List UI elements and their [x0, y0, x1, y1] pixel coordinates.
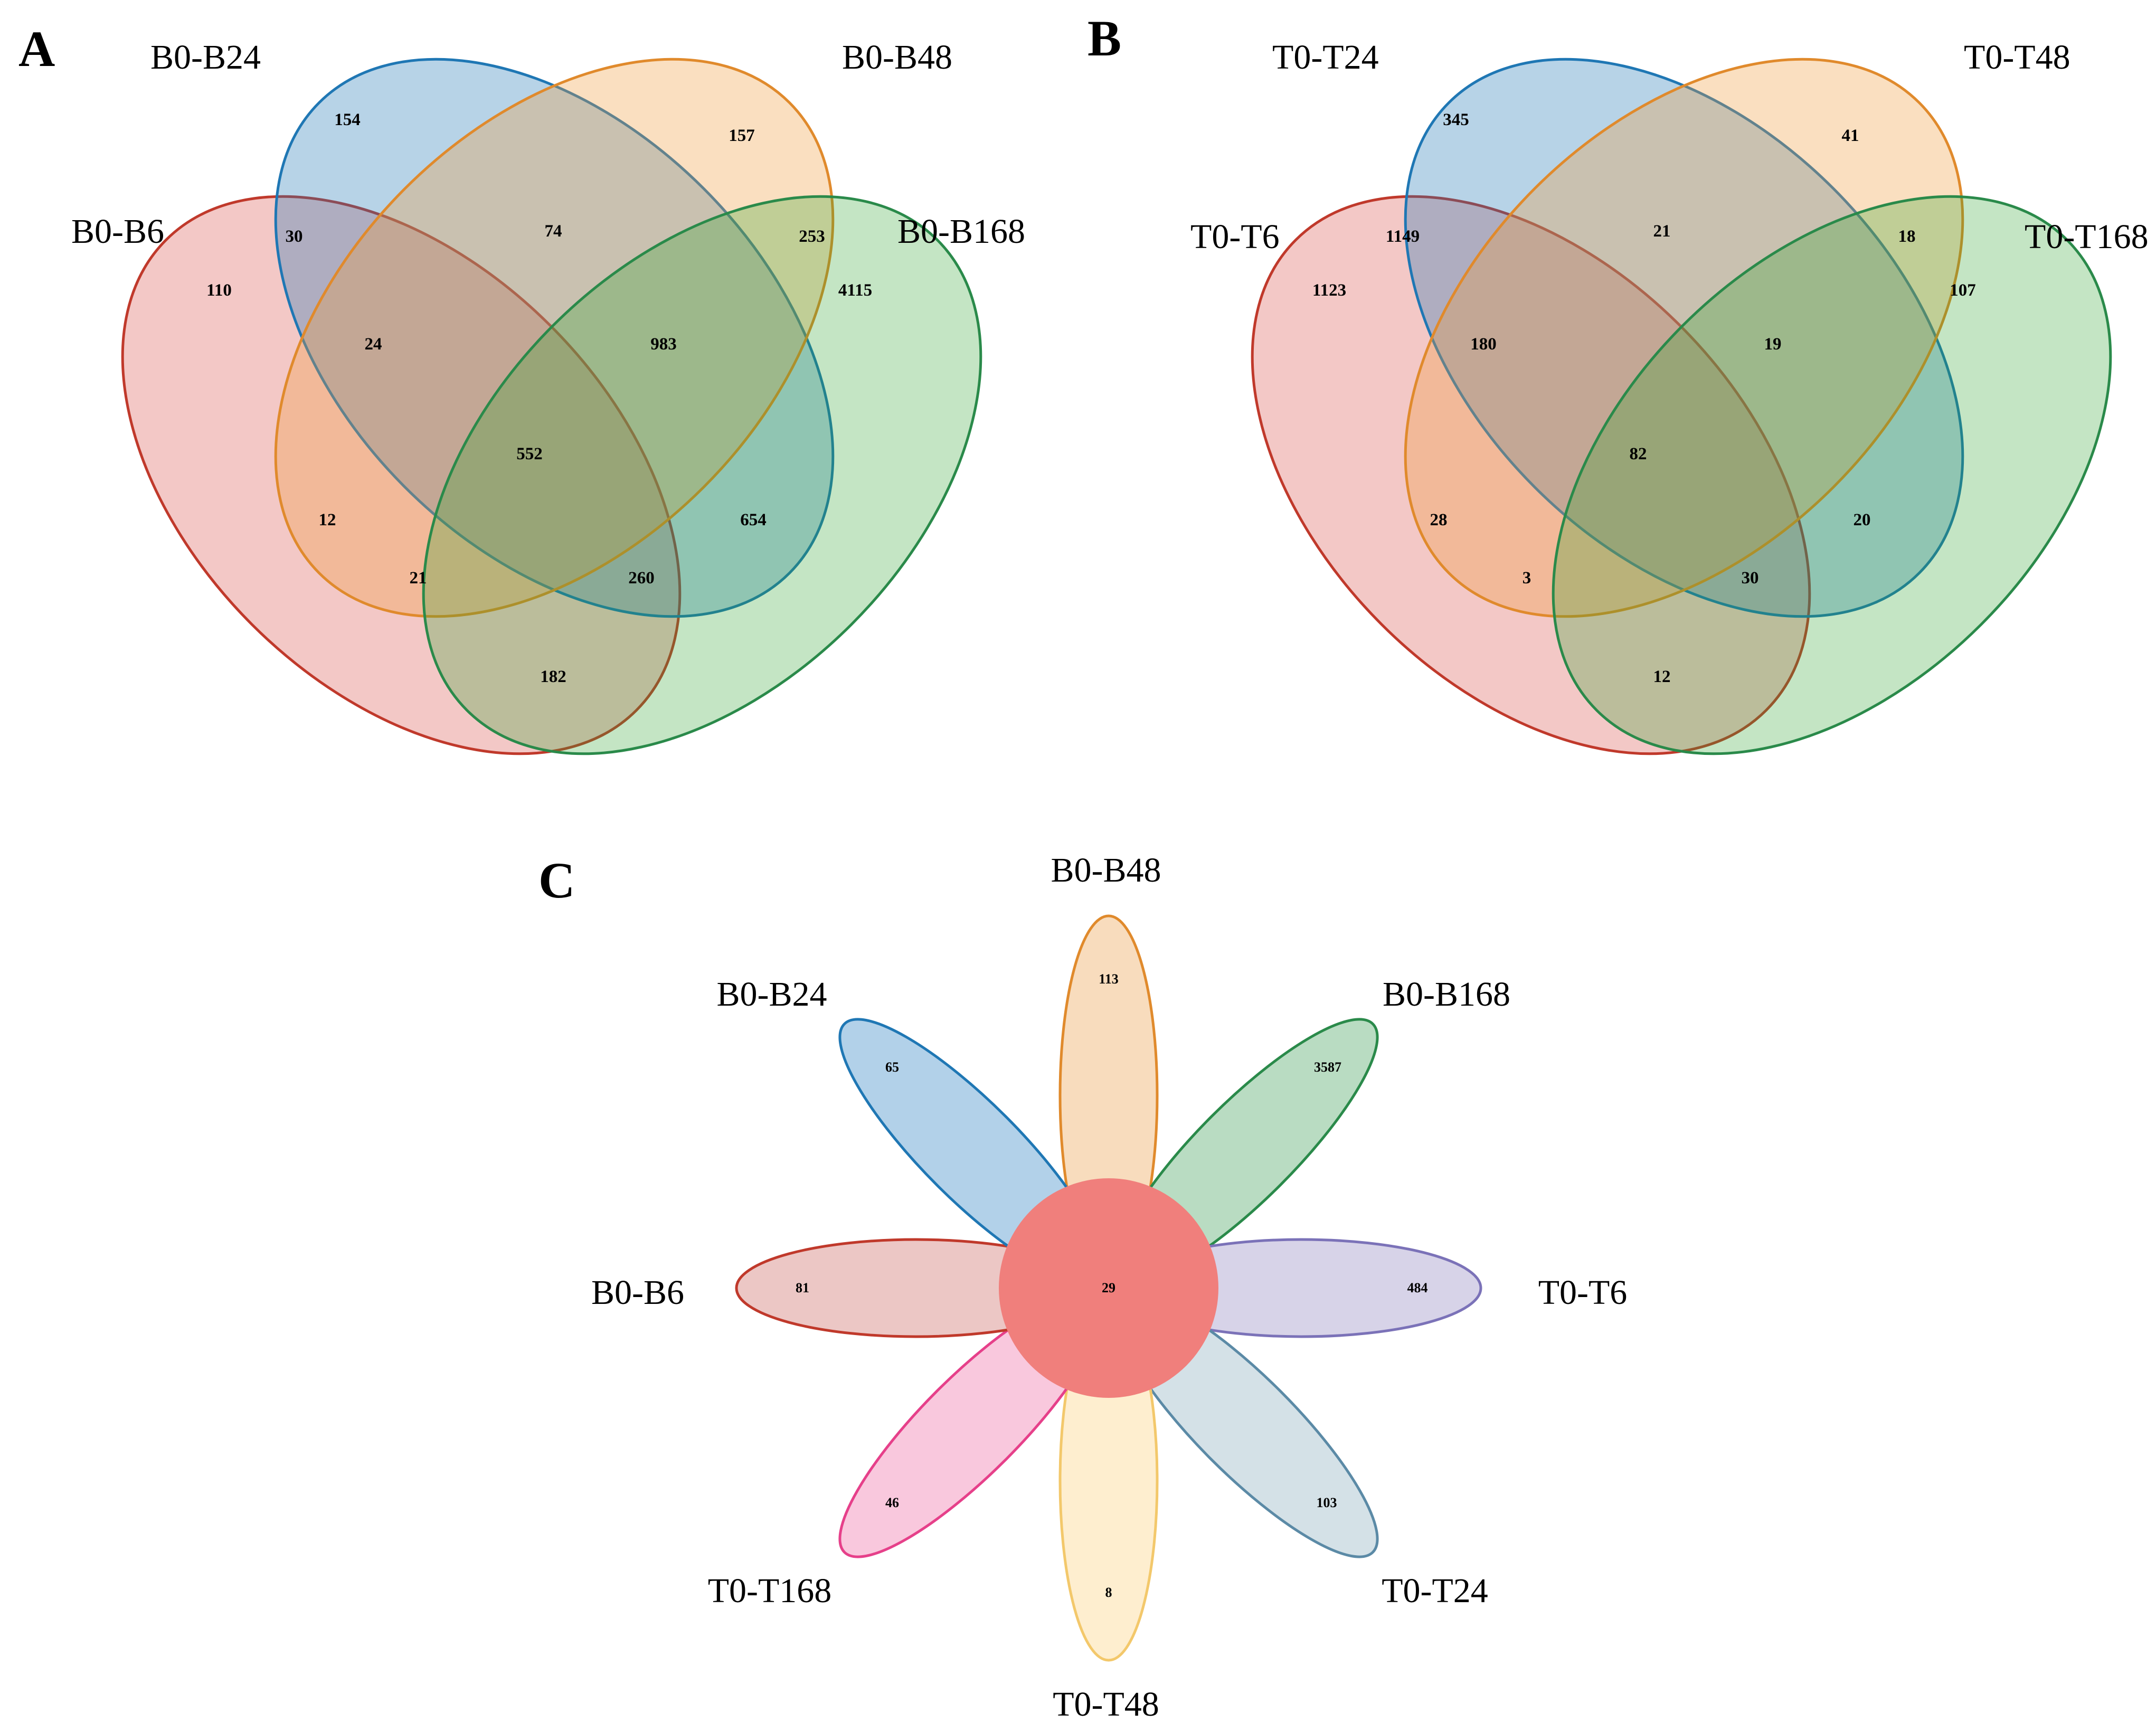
- flower-center-count: 29: [1102, 1280, 1115, 1295]
- panel-a-count-only-b168: 4115: [838, 281, 872, 300]
- panel-a-count-only-b6: 110: [206, 281, 232, 300]
- petal-t168-count: 46: [885, 1495, 899, 1510]
- panel-a-count-b6-b168: 182: [540, 667, 566, 686]
- panel-b-count-t6-t24: 1149: [1386, 227, 1420, 246]
- panel-a-count-b6-b48: 12: [319, 510, 336, 529]
- panel-b-count-t48-t168: 18: [1898, 227, 1916, 246]
- panel-b-count-t6-t24-t168: 30: [1742, 569, 1759, 588]
- panel-a-count-b6-b24: 30: [286, 227, 303, 246]
- petal-b24-label: B0-B24: [716, 975, 827, 1014]
- petal-t168-label: T0-T168: [708, 1572, 832, 1610]
- panel-a-set-b168: [422, 195, 982, 755]
- panel-b-set-t168: [1552, 195, 2112, 755]
- petal-b6-count: 81: [796, 1280, 809, 1295]
- panel-a-label-b6: B0-B6: [71, 212, 164, 251]
- panel-b-label-t168: T0-T168: [2025, 217, 2149, 256]
- panel-a-set-b24: [274, 58, 835, 618]
- panel-a-count-b6-b48-b168: 21: [410, 569, 427, 588]
- panel-b-count-all: 82: [1630, 444, 1647, 463]
- panel-b: B T0-T24 T0-T48 T0-T6 T0-T168 345 41 112…: [1088, 10, 2149, 755]
- petal-b168-label: B0-B168: [1383, 975, 1510, 1014]
- panel-a-count-b6-b24-b168: 260: [628, 569, 655, 588]
- petal-b48-label: B0-B48: [1051, 851, 1161, 890]
- panel-c-letter: C: [538, 852, 575, 909]
- panel-a-label-b168: B0-B168: [897, 212, 1025, 251]
- panel-b-count-t24-t48-t168: 19: [1764, 335, 1782, 354]
- panel-a-count-only-b48: 157: [729, 126, 755, 145]
- petal-b24-count: 65: [885, 1059, 899, 1075]
- panel-a-count-b24-b168: 654: [740, 510, 767, 529]
- panel-a-count-only-b24: 154: [334, 110, 361, 129]
- petal-b48-count: 113: [1099, 971, 1119, 987]
- panel-b-count-only-t6: 1123: [1312, 281, 1346, 300]
- panel-b-count-only-t168: 107: [1950, 281, 1976, 300]
- panel-a-set-b48: [274, 58, 835, 618]
- panel-a-label-b24: B0-B24: [150, 38, 261, 77]
- petal-t48-count: 8: [1105, 1585, 1112, 1600]
- panel-a: A B0-B24 B0-B48 B0-B6 B0-B168 154 157 11…: [18, 21, 1025, 755]
- panel-b-count-t24-t48: 21: [1653, 222, 1671, 241]
- petal-t48-label: T0-T48: [1053, 1685, 1159, 1722]
- petal-t24-count: 103: [1317, 1495, 1337, 1510]
- panel-a-letter: A: [18, 21, 55, 77]
- panel-b-count-only-t24: 345: [1443, 110, 1469, 129]
- petal-b168-count: 3587: [1314, 1059, 1341, 1075]
- panel-b-count-t6-t24-t48: 180: [1470, 335, 1497, 354]
- panel-b-count-t6-t48: 28: [1430, 510, 1448, 529]
- petal-b6-label: B0-B6: [591, 1273, 684, 1312]
- panel-b-label-t24: T0-T24: [1272, 38, 1379, 77]
- petal-t6-label: T0-T6: [1538, 1273, 1628, 1312]
- panel-a-count-b6-b24-b48: 24: [365, 335, 382, 354]
- flower-center: [999, 1178, 1218, 1398]
- panel-b-count-t24-t168: 20: [1854, 510, 1871, 529]
- panel-b-set-t6: [1251, 195, 1811, 755]
- panel-b-count-only-t48: 41: [1842, 126, 1859, 145]
- panel-c: C 29 113 3587 484 103 8 46 81 65 B0-B48 …: [538, 851, 1627, 1722]
- panel-b-count-t6-t48-t168: 3: [1523, 569, 1531, 588]
- petal-t24-label: T0-T24: [1382, 1572, 1488, 1610]
- panel-b-label-t6: T0-T6: [1190, 217, 1280, 256]
- panel-b-set-t48: [1404, 58, 1964, 618]
- panel-b-set-t24: [1404, 58, 1964, 618]
- panel-a-count-all: 552: [516, 444, 543, 463]
- panel-a-count-b24-b48-b168: 983: [650, 335, 677, 354]
- panel-a-set-b6: [121, 195, 682, 755]
- panel-b-letter: B: [1088, 10, 1121, 67]
- panel-a-count-b24-b48: 74: [545, 222, 562, 241]
- panel-b-count-t6-t168: 12: [1653, 667, 1671, 686]
- panel-a-count-b48-b168: 253: [799, 227, 825, 246]
- petal-t6-count: 484: [1407, 1280, 1428, 1295]
- panel-b-label-t48: T0-T48: [1964, 38, 2070, 77]
- panel-a-label-b48: B0-B48: [842, 38, 952, 77]
